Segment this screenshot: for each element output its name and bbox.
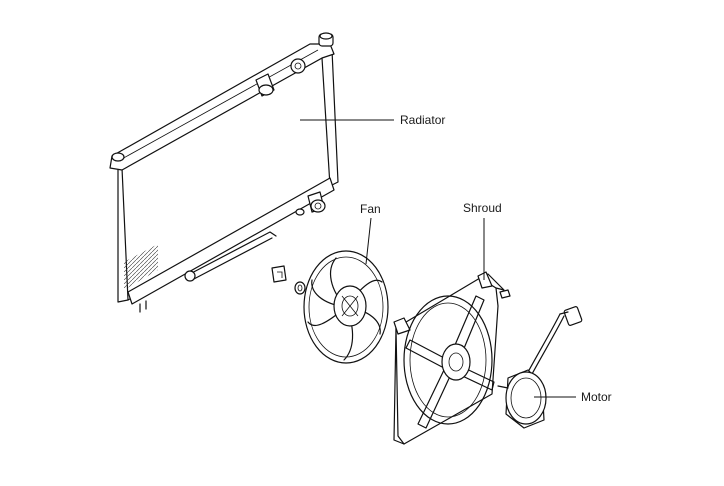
radiator (109, 32, 339, 313)
fan-label: Fan (360, 202, 381, 216)
motor (497, 306, 583, 429)
shroud-label: Shroud (463, 201, 502, 215)
motor-label: Motor (581, 390, 612, 404)
mounting-clip (271, 265, 287, 283)
fan (303, 250, 389, 364)
fan-leader-line (365, 217, 372, 265)
shroud (393, 271, 511, 445)
radiator-label: Radiator (400, 113, 445, 127)
retaining-nut (294, 281, 306, 295)
